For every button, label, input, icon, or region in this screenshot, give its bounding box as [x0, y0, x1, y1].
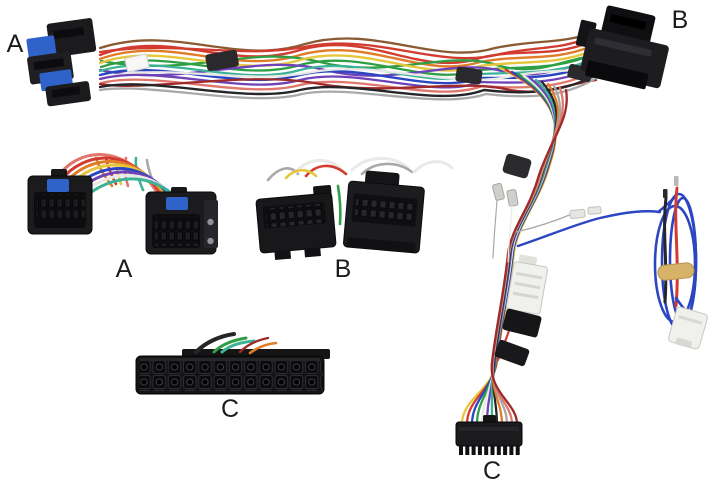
connector-pins — [459, 446, 520, 455]
harness-wire — [507, 205, 513, 263]
connector-rib — [514, 281, 541, 290]
pin-grid — [37, 195, 85, 218]
connector-screw — [207, 218, 214, 226]
wire-ferrule — [674, 176, 679, 186]
connector-lip — [347, 237, 416, 253]
coil-wire — [674, 186, 679, 308]
connector-body — [455, 421, 523, 447]
harness-wire — [99, 66, 596, 81]
harness-wire — [98, 56, 598, 81]
crimp-terminal — [506, 189, 519, 207]
closeup-connector-c — [135, 332, 330, 395]
connector-body — [26, 35, 57, 59]
pin-grid — [265, 203, 324, 228]
tape-wrap — [455, 66, 483, 85]
connector-face — [459, 427, 519, 431]
connector-face — [609, 14, 647, 30]
closeup-connector-a — [27, 152, 218, 255]
drop-bundle-wires — [460, 66, 568, 426]
label-main-a: A — [7, 30, 24, 58]
tape-wrap — [205, 49, 239, 72]
wire-tag — [124, 53, 150, 73]
main-harness-wires — [98, 32, 600, 101]
connector-body — [46, 18, 97, 58]
connector-latch — [675, 337, 692, 348]
coil-wire — [663, 196, 668, 304]
harness-wire — [266, 167, 300, 182]
connector-feet — [274, 247, 321, 260]
closeup-b-right-connector — [343, 170, 425, 254]
harness-wire — [360, 162, 414, 176]
harness-wire — [294, 159, 344, 174]
harness-wire — [98, 48, 596, 72]
inline-white-connector — [506, 254, 548, 315]
harness-wire — [490, 78, 557, 426]
connector-face — [51, 86, 81, 98]
harness-wire — [492, 80, 558, 426]
pin-grid — [155, 217, 200, 246]
harness-wire — [238, 336, 270, 354]
harness-wire — [485, 76, 557, 426]
coil-loop — [668, 196, 698, 324]
pin-grid — [140, 361, 323, 391]
harness-wire — [99, 52, 596, 76]
harness-wire — [98, 76, 598, 101]
harness-wire — [304, 164, 348, 178]
connector-face — [33, 58, 65, 71]
crimp-terminal — [587, 206, 602, 215]
harness-connector-c — [455, 415, 523, 455]
harness-wire — [194, 332, 236, 354]
label-harness-c: C — [483, 457, 501, 485]
connector-body — [585, 60, 649, 90]
harness-wire — [94, 156, 114, 188]
harness-wire — [491, 82, 560, 426]
harness-wire — [475, 72, 557, 426]
harness-wire — [516, 210, 662, 248]
connector-face — [594, 37, 652, 57]
harness-wire — [220, 339, 256, 354]
connector-face — [53, 26, 85, 40]
coil-white-connector — [668, 306, 708, 350]
label-main-b: B — [672, 6, 689, 34]
harness-wire — [98, 44, 594, 68]
harness-wire — [212, 336, 248, 354]
inline-black-connector — [494, 339, 530, 367]
harness-wire — [492, 199, 498, 259]
connector-clip — [166, 197, 188, 210]
harness-wire — [336, 184, 342, 226]
connector-rib — [516, 271, 543, 280]
closeup-b-left-connector — [255, 184, 337, 260]
connector-face — [140, 358, 320, 361]
wire-ferrule — [663, 189, 668, 198]
closeup-connector-b — [255, 156, 454, 260]
harness-connector-a — [26, 18, 97, 107]
label-closeup-c: C — [221, 395, 239, 423]
inline-black-connector — [502, 308, 542, 338]
harness-connector-b — [575, 5, 669, 90]
crimp-terminal — [492, 182, 505, 201]
label-closeup-a: A — [116, 255, 133, 283]
pin-grid — [354, 195, 415, 223]
harness-wire — [98, 40, 592, 65]
harness-wire — [350, 156, 410, 172]
connector-clip — [47, 179, 69, 192]
rubber-band — [657, 262, 695, 281]
connector-rib — [678, 315, 703, 325]
tape-wrap — [502, 153, 532, 179]
connector-screw — [207, 237, 214, 245]
harness-wire — [248, 341, 278, 355]
harness-wire — [284, 168, 318, 180]
crimp-terminal — [569, 208, 586, 220]
harness-wire — [412, 160, 454, 174]
label-closeup-b: B — [335, 255, 352, 283]
coil-assembly — [515, 176, 708, 350]
harness-wire — [98, 32, 592, 54]
harness-wire — [99, 54, 594, 71]
harness-wire — [515, 213, 573, 233]
harness-wire — [491, 84, 562, 426]
connector-rib — [512, 291, 539, 300]
